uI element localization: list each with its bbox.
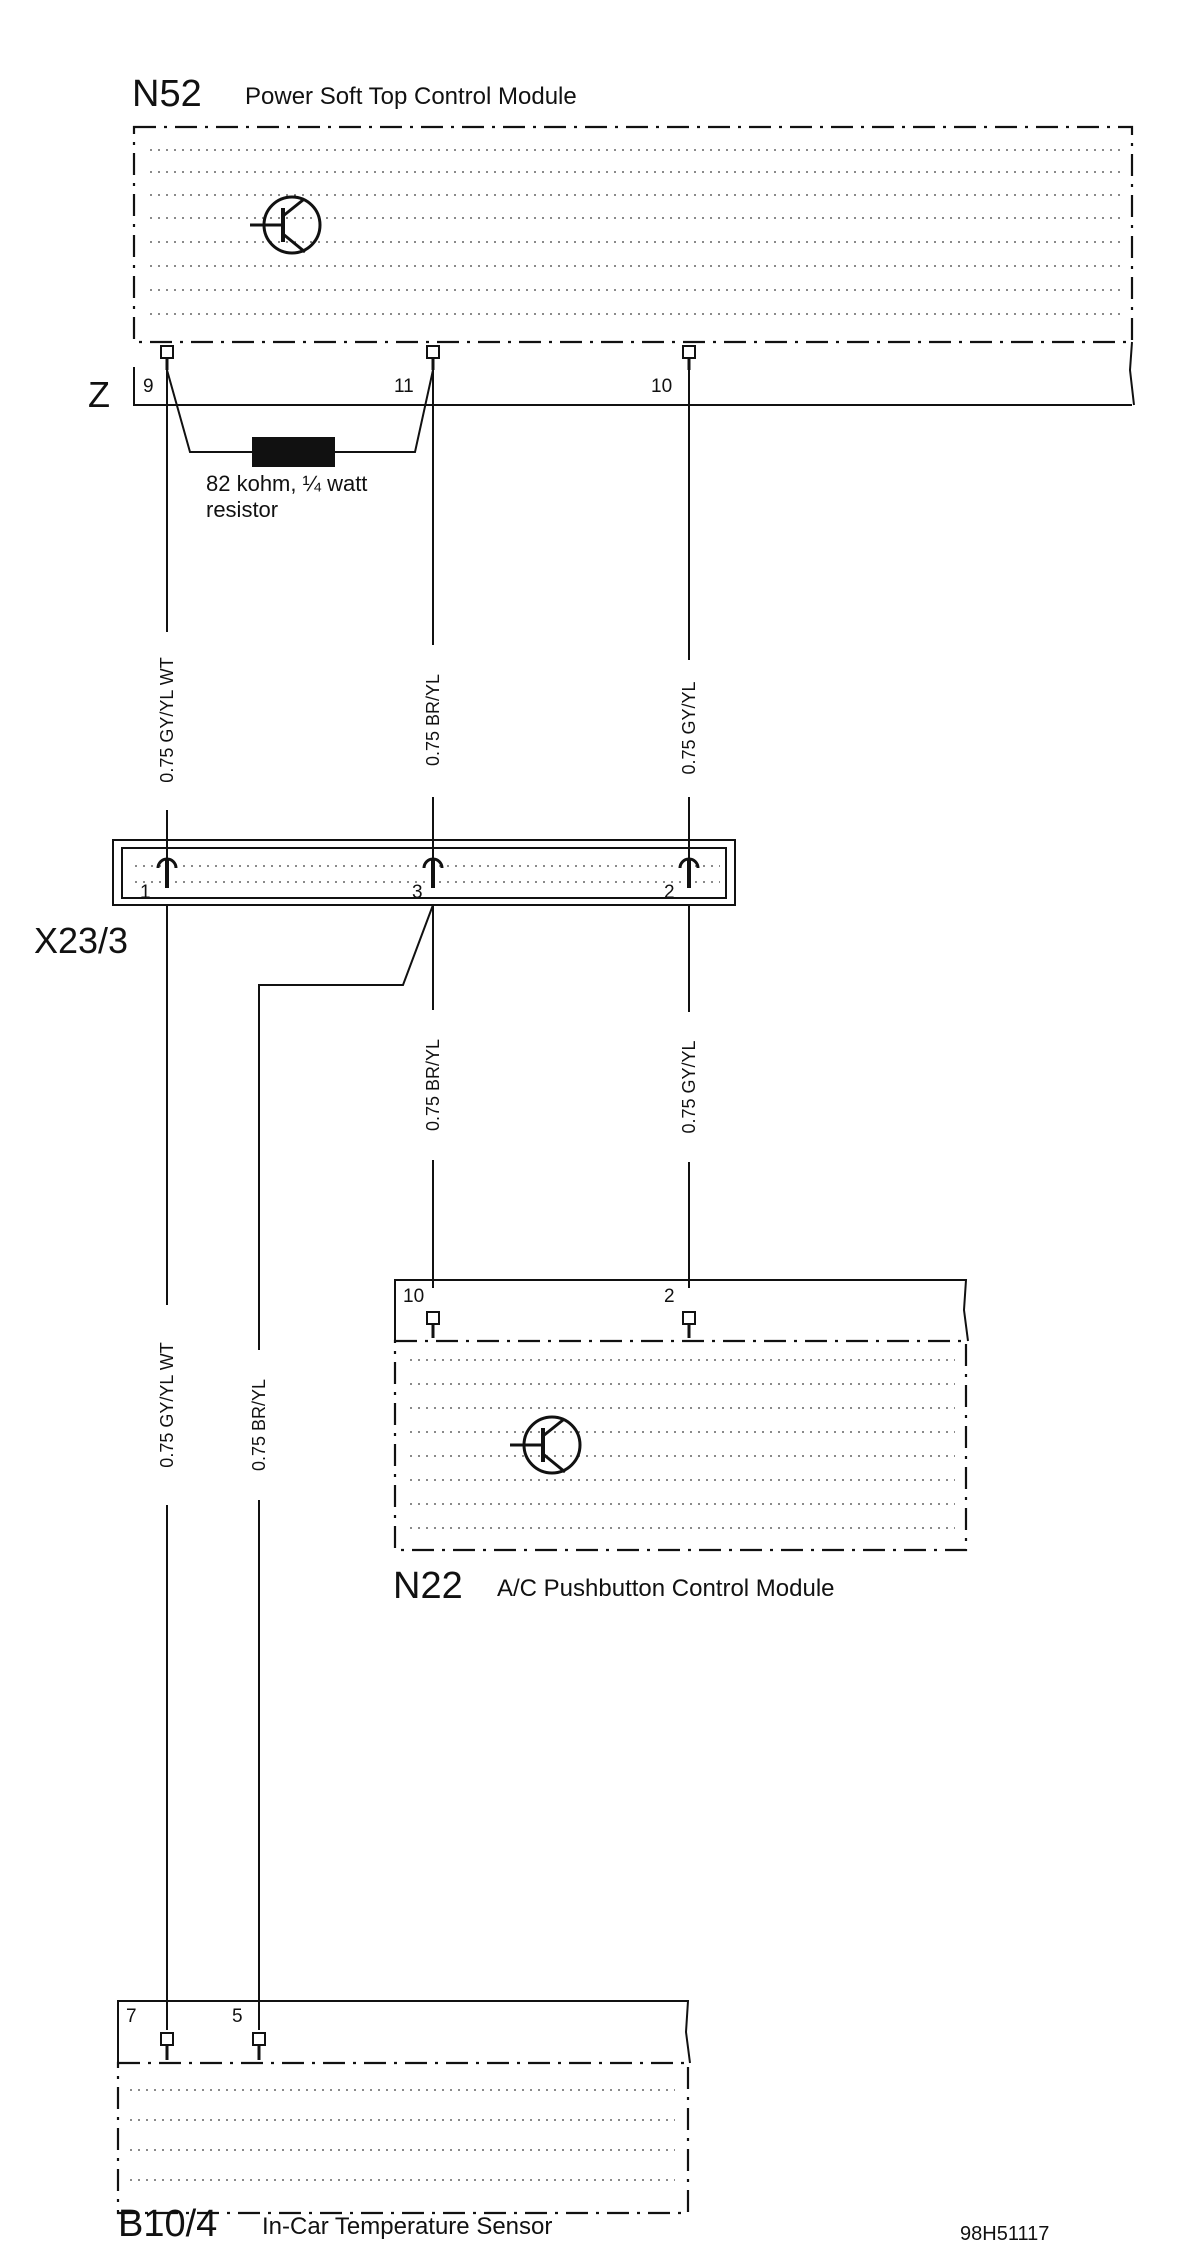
z-pin-10: 10 [651,376,672,397]
n52-internal-texture [150,149,1120,315]
x23-pin-3: 3 [412,882,423,903]
connector-x23-3: X23/3 1 3 2 [34,839,736,961]
resistor-value: 82 kohm, ¼ watt [206,471,367,496]
z-pin-9: 9 [143,376,154,397]
n22-internal-texture [410,1359,955,1529]
wire-upper-2-label: 0.75 BR/YL [423,674,443,766]
x23-code: X23/3 [34,920,128,961]
module-b10-4: 7 5 B10/4 In-Car Temperature Sensor [116,2000,691,2245]
terminal-icon [426,345,440,370]
terminal-icon [252,2032,266,2060]
wire-middle-2-label: 0.75 GY/YL [679,1040,699,1133]
n52-code: N52 [132,73,202,115]
n22-pin-2: 2 [664,1286,675,1307]
wire-lower-2-label: 0.75 BR/YL [249,1379,269,1471]
connector-z: Z 9 11 10 [88,341,1135,415]
terminal-icon [160,2032,174,2060]
terminal-icon [678,857,700,888]
upper-wires: 0.75 GY/YL WT 0.75 BR/YL 0.75 GY/YL [157,370,699,858]
module-n52: N52 Power Soft Top Control Module [132,73,1134,344]
x23-pin-2: 2 [664,882,675,903]
terminal-icon [682,1311,696,1338]
terminal-icon [426,1311,440,1338]
transistor-icon [250,195,322,255]
n52-name: Power Soft Top Control Module [245,83,577,110]
terminal-icon [682,345,696,370]
terminal-icon [160,345,174,370]
wire-lower-1-label: 0.75 GY/YL WT [157,1342,177,1467]
n22-code: N22 [393,1565,463,1607]
middle-wires: 0.75 BR/YL 0.75 GY/YL [423,905,699,1288]
wire-middle-1-label: 0.75 BR/YL [423,1039,443,1131]
z-pin-11: 11 [394,376,414,397]
wire-upper-3-label: 0.75 GY/YL [679,681,699,774]
n52-housing [132,125,1134,344]
b10-code: B10/4 [118,2203,217,2245]
resistor: 82 kohm, ¼ watt resistor [166,369,434,522]
terminal-icon [156,857,178,888]
b10-name: In-Car Temperature Sensor [262,2213,552,2240]
x23-pin-1: 1 [140,882,151,903]
b10-internal-texture [130,2089,675,2181]
terminal-icon [422,857,444,888]
z-code: Z [88,374,110,415]
n22-name: A/C Pushbutton Control Module [497,1575,835,1602]
module-n22: 10 2 N22 A/C Pushbutton Control Module [393,1279,969,1607]
n22-pin-10: 10 [403,1286,424,1307]
b10-pin-7: 7 [126,2006,137,2027]
transistor-icon [510,1415,582,1475]
b10-pin-5: 5 [232,2006,243,2027]
wire-upper-1-label: 0.75 GY/YL WT [157,657,177,782]
resistor-desc: resistor [206,497,278,522]
n22-housing [393,1339,968,1552]
resistor-icon [252,437,335,467]
lower-wires: 0.75 GY/YL WT 0.75 BR/YL [157,904,434,2030]
b10-housing-visible [116,2061,690,2215]
figure-reference: 98H51117 [960,2223,1049,2245]
